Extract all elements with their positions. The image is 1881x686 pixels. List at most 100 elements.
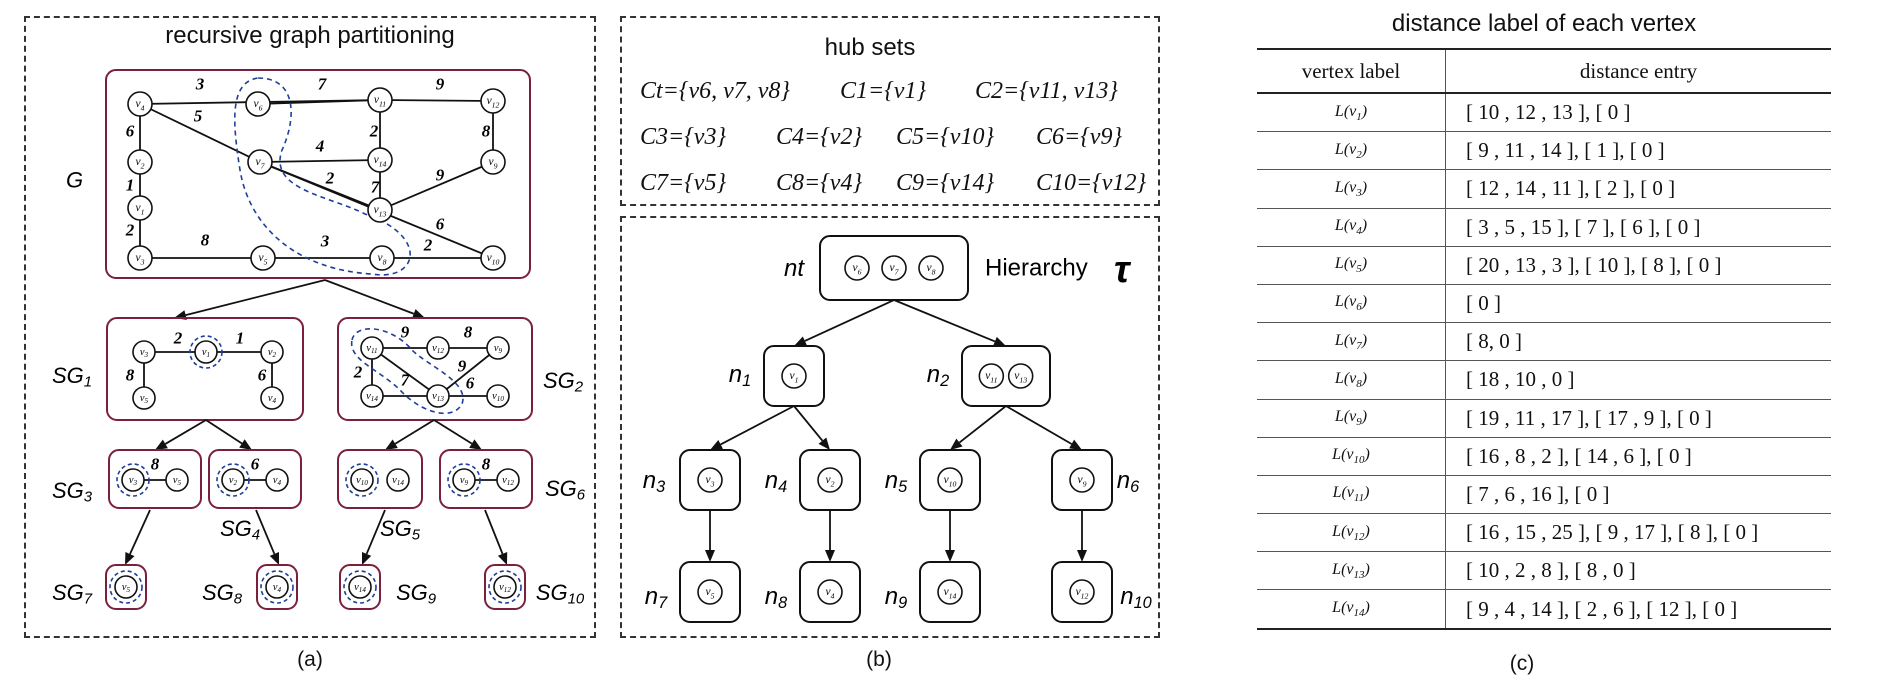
arrow-SG4-SG8 (255, 509, 276, 555)
hub-set-2: C2={v11, v13} (975, 78, 1118, 104)
vertex-label-v9: v9 (1078, 474, 1087, 488)
tree-arrow-nt-n1 (804, 299, 895, 342)
hub-vertex-ring (260, 570, 294, 604)
vertex-v4 (127, 91, 153, 117)
vertex-label-cell: L(v10) (1257, 437, 1446, 476)
tree-node-nt (819, 235, 969, 301)
hub-set-0: Ct={v6, v7, v8} (640, 78, 791, 104)
vertex-v4 (265, 575, 289, 599)
vertex-label-v12: v12 (502, 475, 514, 488)
arrow-SG2-SG6 (433, 419, 473, 445)
vertex-v8 (369, 245, 395, 271)
edge-weight: 9 (436, 75, 445, 94)
arrow-head (993, 336, 1006, 347)
tree-node-label-n4: n4 (765, 467, 787, 497)
vertex-label-v5: v5 (122, 582, 131, 595)
vertex-label-v5: v5 (140, 393, 149, 406)
hub-set-6: C6={v9} (1036, 124, 1123, 150)
arrow-G-SG1 (185, 279, 326, 316)
tree-arrow-n1-n4 (793, 405, 824, 442)
hub-vertex-ring (447, 463, 481, 497)
distance-entry-cell: [ 10 , 2 , 8 ], [ 8 , 0 ] (1445, 551, 1831, 591)
edge-weight: 7 (401, 371, 411, 390)
hierarchy-label: Hierarchy (985, 255, 1088, 282)
vertex-label-v4: v4 (136, 98, 145, 112)
vertex-v10 (480, 245, 506, 271)
vertex-label-v12: v12 (432, 343, 444, 356)
vertex-label-v1: v1 (790, 370, 799, 384)
vertex-v12 (1069, 579, 1095, 605)
vertex-label-v12: v12 (499, 582, 511, 595)
edge-weight: 8 (464, 323, 473, 342)
vertex-label-v5: v5 (259, 252, 268, 266)
vertex-v3 (697, 467, 723, 493)
vertex-label-cell: L(v1) (1257, 93, 1446, 133)
edge-weight: 8 (482, 455, 491, 474)
vertex-label-v12: v12 (1076, 586, 1089, 600)
subgraph-SG8-box (256, 564, 298, 610)
subgraph-label-SG7: SG7 (52, 580, 93, 608)
vertex-v7 (247, 149, 273, 175)
distance-entry-cell: [ 9 , 11 , 14 ], [ 1 ], [ 0 ] (1445, 131, 1831, 171)
arrow-head (469, 439, 482, 450)
arrow-head (710, 440, 723, 450)
column-header-entry: distance entry (1445, 48, 1831, 94)
vertex-v9 (480, 149, 506, 175)
edge-weight: 2 (423, 236, 433, 255)
table-row: L(v9)[ 19 , 11 , 17 ], [ 17 , 9 ], [ 0 ] (1257, 399, 1831, 438)
table-row: L(v12)[ 16 , 15 , 25 ], [ 9 , 17 ], [ 8 … (1257, 513, 1831, 553)
table-row: L(v2)[ 9 , 11 , 14 ], [ 1 ], [ 0 ] (1257, 131, 1831, 171)
arrow-SG2-SG5 (394, 419, 435, 445)
edge-weight: 8 (151, 455, 160, 474)
arrow-head (818, 437, 830, 450)
vertex-label-v14: v14 (374, 154, 387, 168)
table-row: L(v11)[ 7 , 6 , 16 ], [ 0 ] (1257, 475, 1831, 515)
hub-set-9: C9={v14} (896, 170, 995, 196)
vertex-label-cell: L(v12) (1257, 513, 1446, 553)
vertex-v1 (781, 363, 807, 389)
edge-weight: 9 (401, 323, 410, 342)
panel-b-hierarchy (620, 216, 1160, 638)
edge-weight: 6 (466, 374, 475, 393)
table-row: L(v3)[ 12 , 14 , 11 ], [ 2 ], [ 0 ] (1257, 169, 1831, 209)
arrow-head (950, 438, 963, 450)
hub-vertex-ring (189, 335, 223, 369)
table-row: L(v14)[ 9 , 4 , 14 ], [ 2 , 6 ], [ 12 ],… (1257, 589, 1831, 630)
vertex-label-v7: v7 (256, 156, 266, 170)
tree-node-n10 (1051, 561, 1113, 623)
arrow-head (1077, 550, 1087, 562)
vertex-v11 (978, 363, 1005, 389)
vertex-label-v10: v10 (944, 474, 957, 488)
arrow-head (1069, 439, 1082, 450)
vertex-v1 (194, 340, 218, 364)
subgraph-SG4-box (208, 449, 302, 509)
distance-entry-cell: [ 0 ] (1445, 284, 1831, 324)
distance-label-table: vertex label distance entry L(v1)[ 10 , … (1257, 48, 1831, 630)
subgraph-SG9-box (339, 564, 381, 610)
vertex-label-v2: v2 (229, 475, 238, 488)
vertex-label-v2: v2 (826, 474, 835, 488)
panel-a-caption: (a) (297, 648, 323, 671)
vertex-v14 (348, 575, 372, 599)
vertex-label-cell: L(v2) (1257, 131, 1446, 171)
vertex-label-v4: v4 (268, 393, 277, 406)
arrow-head (269, 552, 279, 565)
vertex-label-v8: v8 (927, 262, 936, 276)
hub-vertex-ring (488, 570, 522, 604)
vertex-label-v9: v9 (460, 475, 469, 488)
hub-set-10: C10={v12} (1036, 170, 1147, 196)
vertex-label-cell: L(v9) (1257, 399, 1446, 438)
edge-weight: 6 (251, 455, 260, 474)
arrow-SG3-SG7 (129, 509, 151, 555)
vertex-label-v5: v5 (706, 586, 715, 600)
subgraph-label-SG5: SG5 (380, 516, 421, 544)
vertex-v9 (486, 336, 510, 360)
arrow-head (497, 552, 508, 565)
edge-weight: 8 (201, 231, 210, 250)
subgraph-SG6-box (439, 449, 533, 509)
vertex-v2 (260, 340, 284, 364)
vertex-label-v9: v9 (489, 156, 498, 170)
vertex-v9 (452, 468, 476, 492)
vertex-label-v11: v11 (985, 370, 997, 384)
top-separator-outline (234, 77, 411, 276)
